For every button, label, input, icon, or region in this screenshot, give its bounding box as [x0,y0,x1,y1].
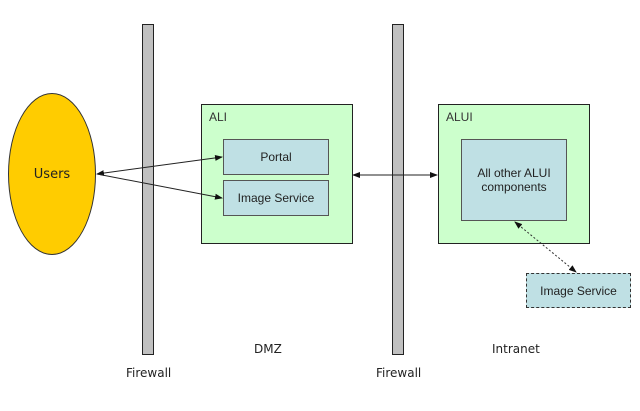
portal-component: Portal [223,139,329,175]
users-node: Users [8,93,96,255]
ali-zone-label: ALI [209,110,228,124]
users-image-service-arrow [96,173,223,200]
users-label: Users [33,166,71,182]
alui-components-label: All other ALUI components [477,166,551,194]
alui-zone-label: ALUI [446,110,473,124]
external-image-service-label: Image Service [540,283,617,298]
ali-image-service-label: Image Service [237,191,315,205]
dmz-label: DMZ [254,342,282,356]
firewall-label-1: Firewall [126,366,172,380]
firewall-label-2: Firewall [376,366,422,380]
ali-image-service-component: Image Service [223,180,329,216]
intranet-label: Intranet [492,342,540,356]
portal-label: Portal [260,150,292,164]
firewall-bar-1 [142,24,154,355]
users-portal-arrow [96,154,223,177]
firewall-bar-2 [392,24,404,355]
alui-image-service-dashed-arrow [514,221,577,273]
alui-components: All other ALUI components [461,139,567,221]
external-image-service: Image Service [526,273,631,308]
